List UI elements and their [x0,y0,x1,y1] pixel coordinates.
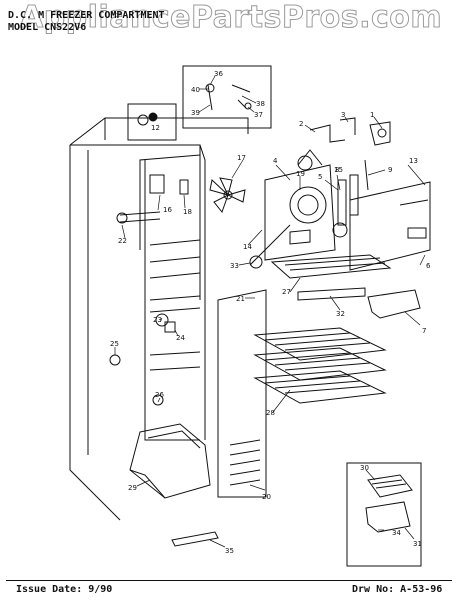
callout-40: 40 [191,86,200,94]
evaporator-cover [349,181,431,271]
callout-29: 29 [128,484,137,492]
footer-bar: Issue Date: 9/90 Drw No: A-53-96 [0,576,458,600]
callout-24: 24 [176,334,185,342]
trim-strip [171,531,219,547]
back-panel [217,289,267,498]
part-26 [152,394,164,406]
callout-16: 16 [163,206,172,214]
callout-33: 33 [230,262,239,270]
callout-34: 34 [392,529,401,537]
part-33 [249,255,263,269]
part-18 [179,179,189,195]
callout-28: 28 [266,409,275,417]
part-16 [149,174,165,194]
callout-20: 20 [262,493,271,501]
part-12 [137,114,149,126]
callout-21: 21 [236,295,245,303]
callout-5: 5 [318,173,322,181]
part-25 [109,354,121,366]
detail-box-bin [346,462,422,567]
callout-19: 19 [296,170,305,178]
callout-2: 2 [299,120,303,128]
callout-26: 26 [155,391,164,399]
part-23 [155,313,169,327]
callout-9: 9 [388,166,392,174]
header-title: D.C. M FREEZER COMPARTMENT [8,10,165,21]
callout-3: 3 [341,111,345,119]
callout-17: 17 [237,154,246,162]
callout-15: 15 [334,166,343,174]
watermark-text: AppliancePartsPros.com [19,0,443,36]
callout-36: 36 [214,70,223,78]
shelf-27 [270,254,392,279]
cabinet [69,117,249,521]
callout-39: 39 [191,109,200,117]
callout-1: 1 [370,111,374,119]
callout-31: 31 [413,540,422,548]
part-22 [119,211,161,223]
part-10 [289,229,311,245]
callout-23: 23 [153,316,162,324]
callout-numbers: 1 2 3 4 5 6 7 8 9 12 13 14 15 16 17 18 1… [110,70,431,555]
callout-13: 13 [409,157,418,165]
callout-14: 14 [243,243,252,251]
header-model: MODEL CNS22V6 [8,22,87,33]
hardware-parts [205,83,252,111]
panel-vents [229,439,261,486]
brackets [309,117,391,146]
callout-8: 8 [335,166,339,174]
callout-32: 32 [336,310,345,318]
callout-27: 27 [282,288,291,296]
bin-7 [367,289,421,319]
callout-35: 35 [225,547,234,555]
diagram-header: D.C. M FREEZER COMPARTMENT MODEL CNS22V6 [8,10,165,34]
callout-18: 18 [183,208,192,216]
shelves-28 [253,327,387,404]
fan-blade [209,177,246,214]
leader-lines [114,75,426,548]
fan-motor-assembly [264,149,369,261]
rail-32 [297,287,366,301]
callout-12: 12 [151,124,160,132]
detail-box-12 [127,103,177,141]
callout-37: 37 [254,111,263,119]
part-24 [164,321,176,333]
ice-bucket [129,423,211,499]
callout-7: 7 [422,327,426,335]
issue-date: Issue Date: 9/90 [16,584,113,595]
callout-4: 4 [273,157,278,165]
cover-slot [407,227,427,239]
detail-bin [365,474,413,533]
callout-25: 25 [110,340,119,348]
callout-38: 38 [256,100,265,108]
callout-30: 30 [360,464,369,472]
drawing-number: Drw No: A-53-96 [352,584,443,595]
callout-22: 22 [118,237,127,245]
callout-6: 6 [426,262,431,270]
tube-14 [249,224,291,266]
detail-box-hardware [182,65,272,129]
footer-rule [6,580,452,581]
